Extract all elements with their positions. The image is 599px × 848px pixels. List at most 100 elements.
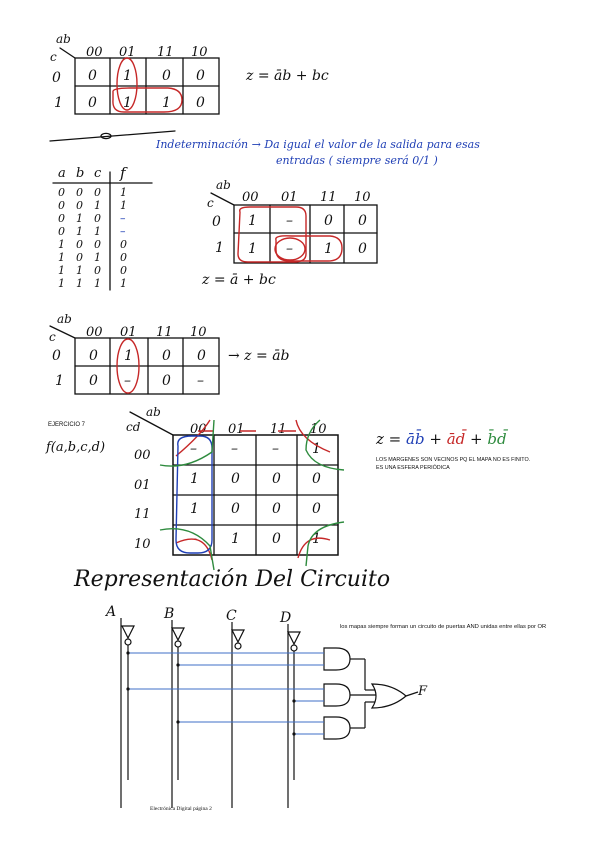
truth-table-cell: 1 xyxy=(94,199,101,212)
tt-header-f: f xyxy=(120,164,126,182)
kmap4-cell: 1 xyxy=(190,501,199,517)
circuit-output: F xyxy=(418,684,428,699)
truth-table-cell: 1 xyxy=(76,277,83,290)
kmap1-cell: 0 xyxy=(162,68,171,84)
kmap1-row-0: 0 xyxy=(52,70,61,86)
kmap3-loop-ab xyxy=(116,338,140,394)
kmap1-loop-bc xyxy=(112,87,183,113)
truth-table-cell: 1 xyxy=(76,264,83,277)
inverter-c xyxy=(231,629,245,644)
kmap2-loop-bc xyxy=(275,235,343,262)
truth-table-cell: 1 xyxy=(94,277,101,290)
kmap2-row-0: 0 xyxy=(212,214,221,230)
kmap2-loop-a xyxy=(237,206,307,263)
kmap4-row-10: 10 xyxy=(134,537,151,552)
kmap3-col-11: 11 xyxy=(156,325,173,340)
tt-header-b: b xyxy=(76,166,85,181)
kmap1-corner-top: ab xyxy=(56,32,71,46)
truth-table-cell: 0 xyxy=(58,225,65,238)
kmap2-grid xyxy=(233,204,378,264)
kmap3-corner-top: ab xyxy=(57,312,72,326)
truth-table-cell: 1 xyxy=(58,238,65,251)
or-gate xyxy=(370,683,407,709)
truth-table-cell: 0 xyxy=(76,199,83,212)
circuit-input-d: D xyxy=(280,610,292,626)
page-footer: Electrónica Digital página 2 xyxy=(150,806,212,812)
kmap1-row-1: 1 xyxy=(54,95,63,111)
truth-table-cell: 0 xyxy=(94,238,101,251)
kmap2-cell: 0 xyxy=(324,213,333,229)
kmap1-cell: 1 xyxy=(162,95,171,111)
equation-term-3: b̄d̄ xyxy=(487,430,507,448)
kmap2-loop-dontcare xyxy=(274,237,306,261)
circuit-input-a: A xyxy=(106,604,117,620)
kmap2-cell: 1 xyxy=(324,241,333,257)
circuit-input-c: C xyxy=(226,608,237,624)
kmap3-cell: 0 xyxy=(89,348,98,364)
equation-prefix: z = xyxy=(376,430,402,448)
tt-header-c: c xyxy=(94,166,102,181)
kmap2-col-00: 00 xyxy=(242,190,259,205)
kmap3-row-0: 0 xyxy=(52,348,61,364)
kmap3-cell: 0 xyxy=(162,348,171,364)
output-wire xyxy=(405,691,419,697)
truth-table-cell: 0 xyxy=(58,186,65,199)
ejercicio-function: f(a,b,c,d) xyxy=(46,440,106,455)
truth-table-cell: 1 xyxy=(94,225,101,238)
kmap3-col-00: 00 xyxy=(86,325,103,340)
kmap1-col-00: 00 xyxy=(86,45,103,60)
kmap2-cell: 0 xyxy=(358,241,367,257)
kmap4-cell: 1 xyxy=(312,441,321,457)
kmap4-diagonal xyxy=(129,411,174,436)
equation-term-2: ād̄ xyxy=(446,430,466,448)
ejercicio-note-line1: LOS MARGENES SON VECINOS PQ EL MAPA NO E… xyxy=(376,457,531,463)
truth-table-cell: – xyxy=(120,212,126,225)
truth-table-cell: 1 xyxy=(58,277,65,290)
kmap2-col-10: 10 xyxy=(354,190,371,205)
kmap4-cell: – xyxy=(190,441,197,457)
kmap1-col-10: 10 xyxy=(191,45,208,60)
kmap1-cell: 0 xyxy=(88,95,97,111)
kmap4-green-tr xyxy=(305,419,345,471)
kmap4-cell: 0 xyxy=(272,501,281,517)
inverter-b xyxy=(171,627,185,642)
kmap1-loop-ab xyxy=(116,57,138,111)
kmap1-col-11: 11 xyxy=(157,45,174,60)
kmap2-equation: z = ā + bc xyxy=(202,272,276,288)
kmap2-cell: 1 xyxy=(248,241,257,257)
kmap1-cell: 1 xyxy=(123,95,132,111)
equation-plus: + xyxy=(470,430,483,448)
kmap4-cell: 0 xyxy=(272,531,281,547)
kmap1-equation: z = āb + bc xyxy=(246,68,329,84)
kmap2-cell: – xyxy=(286,241,293,257)
kmap2-corner-top: ab xyxy=(216,178,231,192)
circuit-title: Representación Del Circuito xyxy=(74,567,391,592)
kmap2-cell: 1 xyxy=(248,213,257,229)
circuit-note: los mapas siempre forman un circuito de … xyxy=(340,624,547,630)
truth-table-cell: 1 xyxy=(120,199,127,212)
kmap4-cell: 1 xyxy=(190,471,199,487)
equation-plus: + xyxy=(429,430,442,448)
kmap4-green-br xyxy=(305,521,345,567)
and-gate-3 xyxy=(323,716,351,740)
kmap3-cell: 0 xyxy=(162,373,171,389)
kmap4-cell: 0 xyxy=(312,501,321,517)
kmap4-green-bl xyxy=(159,528,215,571)
kmap1-corner-left: c xyxy=(50,50,57,64)
truth-table-cell: 1 xyxy=(76,212,83,225)
kmap4-cell: 0 xyxy=(312,471,321,487)
kmap4-green-tl xyxy=(159,419,215,467)
kmap3-corner-left: c xyxy=(49,330,56,344)
kmap4-corner-top: ab xyxy=(146,405,161,419)
kmap3-cell: – xyxy=(197,373,204,389)
kmap3-col-10: 10 xyxy=(190,325,207,340)
kmap1-cell: 0 xyxy=(196,68,205,84)
kmap4-row-00: 00 xyxy=(134,448,151,463)
truth-table-cell: 1 xyxy=(58,264,65,277)
inverter-d xyxy=(287,631,301,646)
kmap1-cell: 1 xyxy=(123,68,132,84)
truth-table-cell: 0 xyxy=(76,186,83,199)
kmap3-diagonal xyxy=(49,325,76,339)
kmap3-equation: → z = āb xyxy=(228,348,290,364)
tt-header-a: a xyxy=(58,166,66,181)
